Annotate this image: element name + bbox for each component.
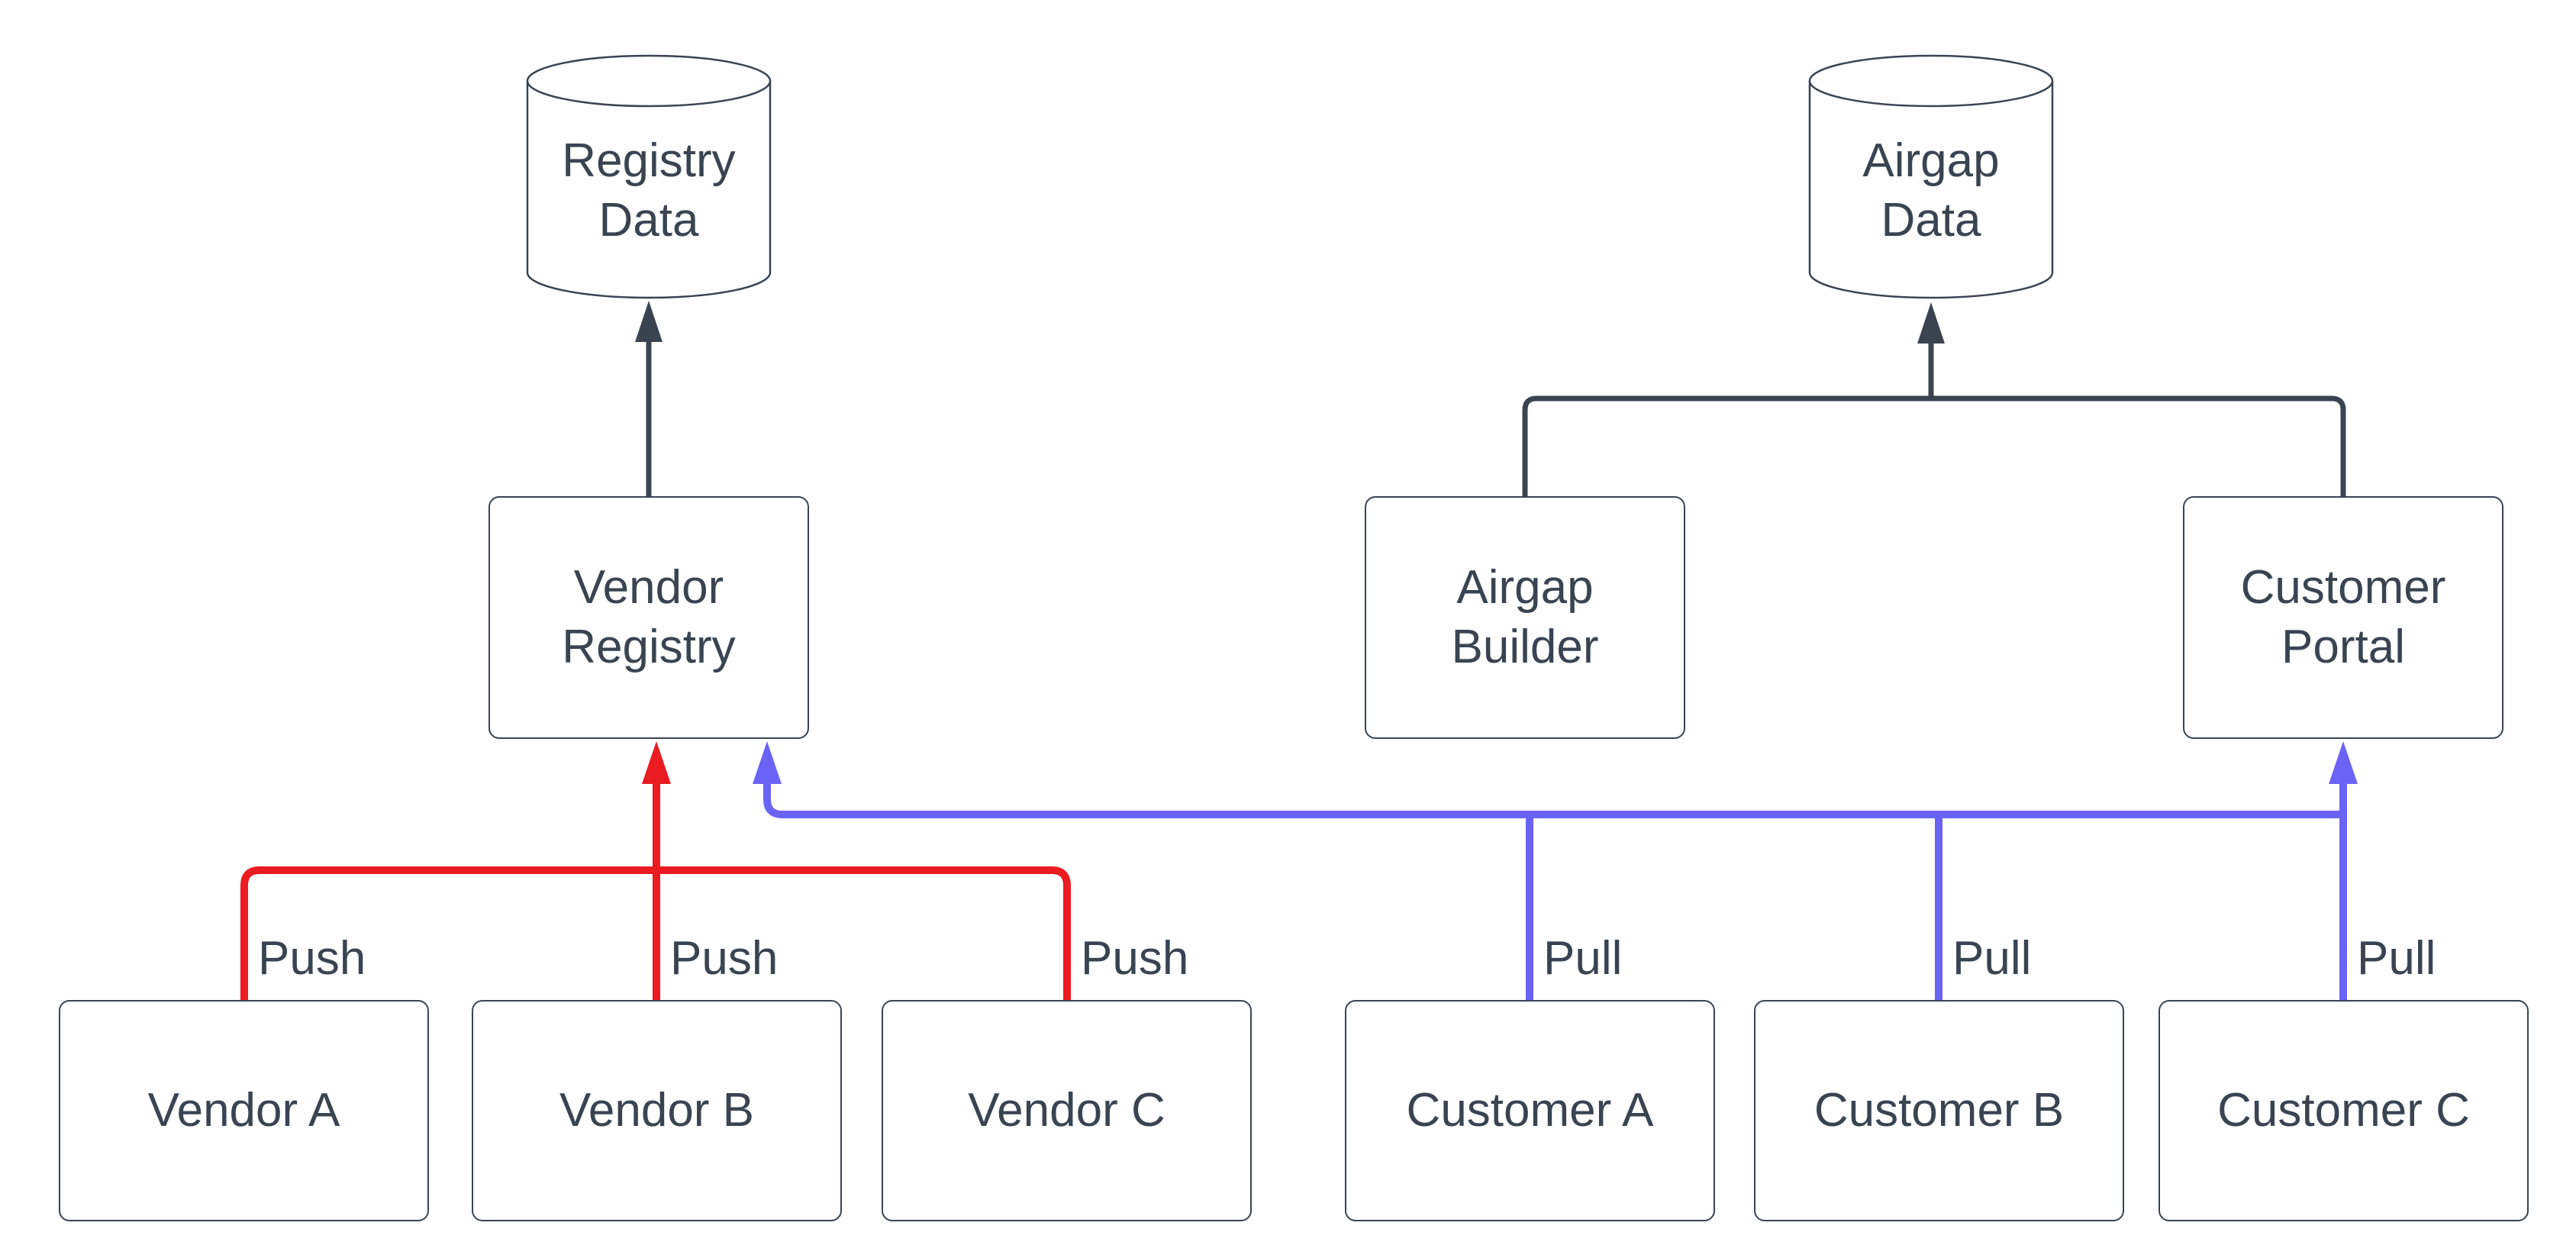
node-label-line: Builder: [1451, 621, 1599, 673]
arrowhead-up-icon: [753, 741, 782, 784]
builder-portal-to-airgap-data-connector: [1522, 302, 2346, 499]
airgap-data-store: Airgap Data: [1810, 107, 2052, 275]
arrowhead-up-icon: [635, 301, 663, 342]
node-label: Vendor A: [147, 1083, 340, 1137]
registry-data-cylinder: [526, 54, 772, 299]
store-label-line: Airgap: [1862, 134, 2000, 187]
vendor-a-node: Vendor A: [59, 1000, 429, 1221]
customer-c-node: Customer C: [2158, 1000, 2529, 1221]
store-label-line: Data: [1881, 194, 1981, 247]
customer-a-node: Customer A: [1345, 1000, 1715, 1221]
pull-edge-label: Pull: [1543, 932, 1623, 985]
registry-data-store: Registry Data: [527, 107, 770, 275]
vendor-b-node: Vendor B: [472, 1000, 842, 1221]
vendor-c-node: Vendor C: [882, 1000, 1252, 1221]
push-connectors: [240, 741, 1071, 1000]
node-label: Customer B: [1814, 1083, 2065, 1137]
store-label-line: Registry: [562, 134, 736, 187]
pull-connectors: [753, 741, 2358, 1000]
node-label: Vendor B: [559, 1083, 755, 1137]
airgap-builder-node: Airgap Builder: [1365, 496, 1685, 739]
airgap-data-cylinder: [1808, 54, 2054, 299]
pull-edge-label: Pull: [1952, 932, 2032, 985]
node-label-line: Customer: [2240, 560, 2446, 614]
node-label: Customer C: [2217, 1083, 2470, 1137]
node-label-line: Vendor: [573, 560, 724, 614]
arrowhead-up-icon: [642, 741, 671, 784]
node-label-line: Registry: [562, 621, 736, 673]
customer-b-node: Customer B: [1754, 1000, 2124, 1221]
node-label: Customer A: [1406, 1083, 1654, 1137]
push-edge-label: Push: [258, 932, 366, 985]
arrowhead-up-icon: [1917, 302, 1945, 344]
node-label: Vendor C: [968, 1083, 1165, 1137]
node-label-line: Portal: [2281, 621, 2405, 673]
pull-edge-label: Pull: [2357, 932, 2436, 985]
vendor-registry-node: Vendor Registry: [488, 496, 809, 739]
push-edge-label: Push: [1081, 932, 1189, 985]
customer-portal-node: Customer Portal: [2183, 496, 2503, 739]
store-label-line: Data: [598, 194, 699, 247]
node-label-line: Airgap: [1456, 560, 1594, 614]
arrowhead-up-icon: [2329, 741, 2358, 784]
vendor-registry-to-registry-data-connector: [635, 301, 663, 496]
push-edge-label: Push: [670, 932, 779, 985]
